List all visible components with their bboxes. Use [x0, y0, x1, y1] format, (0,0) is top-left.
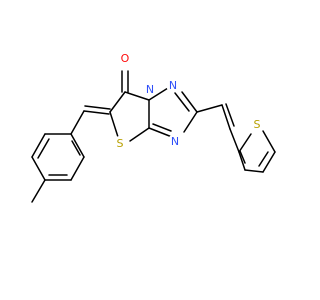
bond-thiazole	[109, 91, 126, 113]
bond-thiazole	[124, 91, 150, 101]
bond-thiophene-inner	[258, 151, 269, 167]
bond-ring-benzene-inner	[37, 138, 50, 159]
bond-ring-benzene	[31, 156, 46, 181]
bond-thiazole	[109, 111, 119, 138]
bond-vinyl-thiophene	[229, 128, 240, 153]
nitrogen-label: N	[146, 83, 154, 96]
thiophene-sulfur-atom: S	[250, 117, 264, 131]
bond-triazole	[148, 127, 173, 138]
bridge-nitrogen-atom: N	[143, 82, 157, 96]
bond-ring-benzene	[70, 156, 85, 181]
bond-exocyclic-double	[84, 105, 111, 110]
thiazole-sulfur-atom: S	[113, 136, 127, 150]
triazole-nitrogen-lower-atom: N	[168, 134, 182, 148]
bond-exocyclic-double	[83, 110, 110, 115]
bond-thiophene	[244, 169, 264, 173]
carbonyl-oxygen-atom: O	[118, 51, 132, 65]
bond-ring-benzene-inner	[71, 140, 81, 156]
bond-thiazole	[129, 127, 150, 142]
bond-aryl-vinyl	[70, 110, 85, 135]
bond-triazole	[148, 87, 169, 101]
bond-thiophene	[262, 130, 276, 153]
bond-vinyl-double	[221, 104, 231, 130]
triazole-nitrogen-upper-atom: N	[166, 78, 180, 92]
bond-triazole	[183, 111, 198, 133]
bond-ring-benzene	[70, 133, 85, 158]
bond-triazole	[174, 92, 190, 112]
bond-vinyl	[196, 104, 223, 113]
sulfur-label: S	[117, 137, 124, 150]
bonds	[31, 70, 276, 203]
bond-triazole	[181, 91, 198, 113]
atom-labels: O N N N S S	[113, 51, 264, 150]
bond-triazole	[152, 123, 172, 132]
oxygen-label: O	[121, 52, 130, 65]
bond-ring-benzene	[31, 133, 46, 158]
bond-thiophene	[262, 151, 276, 173]
nitrogen-label: N	[169, 79, 177, 92]
bond-methyl	[31, 179, 46, 203]
nitrogen-label: N	[171, 135, 179, 148]
bond-thiophene-inner	[239, 150, 246, 164]
sulfur-label: S	[254, 118, 261, 131]
bond-thiophene	[238, 151, 246, 171]
molecule-structure: O N N N S S	[31, 51, 276, 203]
bond-vinyl-double	[225, 103, 235, 127]
bond-thiophene	[238, 133, 252, 153]
